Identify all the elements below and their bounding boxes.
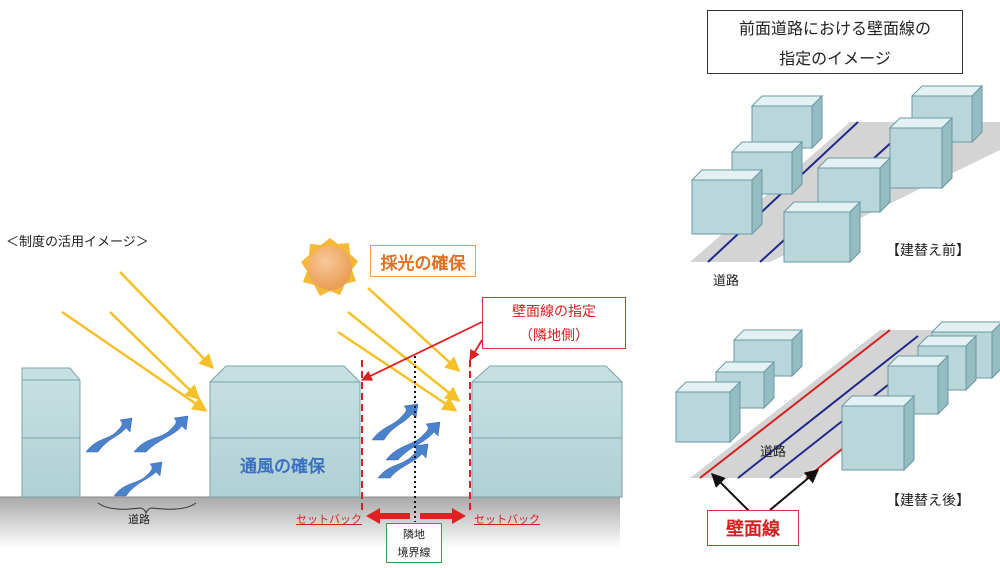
- wall-pointer-right: [769, 469, 820, 511]
- building-left-edge: [21, 367, 81, 498]
- title-line1: 前面道路における壁面線の: [738, 19, 931, 38]
- wall-line-text: 壁面線: [726, 519, 780, 540]
- blocks-after: [674, 321, 1000, 472]
- wall-callout-line1: 壁面線の指定: [512, 304, 596, 320]
- road-bracket: [97, 502, 197, 515]
- building-right: [471, 365, 623, 498]
- road-label-after: 道路: [760, 445, 787, 460]
- setback-arrows: [366, 508, 466, 524]
- ground: [0, 497, 620, 548]
- ventilation-label: 通風の確保: [240, 457, 325, 477]
- daylight-label: 採光の確保: [370, 245, 476, 277]
- boundary-line2: 境界線: [397, 546, 431, 559]
- right-panel-title: 前面道路における壁面線の 指定のイメージ: [707, 10, 963, 74]
- callout-leader: [361, 321, 483, 381]
- wall-callout-line2: （隣地側）: [519, 328, 589, 344]
- setback-right-label: セットバック: [474, 513, 540, 526]
- daylight-text: 採光の確保: [380, 253, 466, 274]
- road-label-before: 道路: [713, 274, 740, 289]
- boundary-label: 隣地 境界線: [386, 523, 442, 563]
- setback-left-label: セットバック: [296, 513, 362, 526]
- building-center: [209, 365, 361, 498]
- sunlight-rays: [61, 271, 461, 412]
- after-label: 【建替え後】: [886, 493, 970, 509]
- wall-line-callout: 壁面線の指定 （隣地側）: [482, 297, 626, 349]
- sun-icon: [301, 238, 358, 296]
- title-line2: 指定のイメージ: [779, 49, 891, 68]
- callout-leader-2: [469, 339, 483, 361]
- wall-line-label: 壁面線: [707, 510, 799, 546]
- blocks-before: [690, 84, 984, 264]
- road-label-left: 道路: [128, 513, 150, 526]
- boundary-line1: 隣地: [403, 528, 425, 541]
- caption: ＜制度の活用イメージ＞: [6, 235, 149, 250]
- before-label: 【建替え前】: [886, 243, 970, 259]
